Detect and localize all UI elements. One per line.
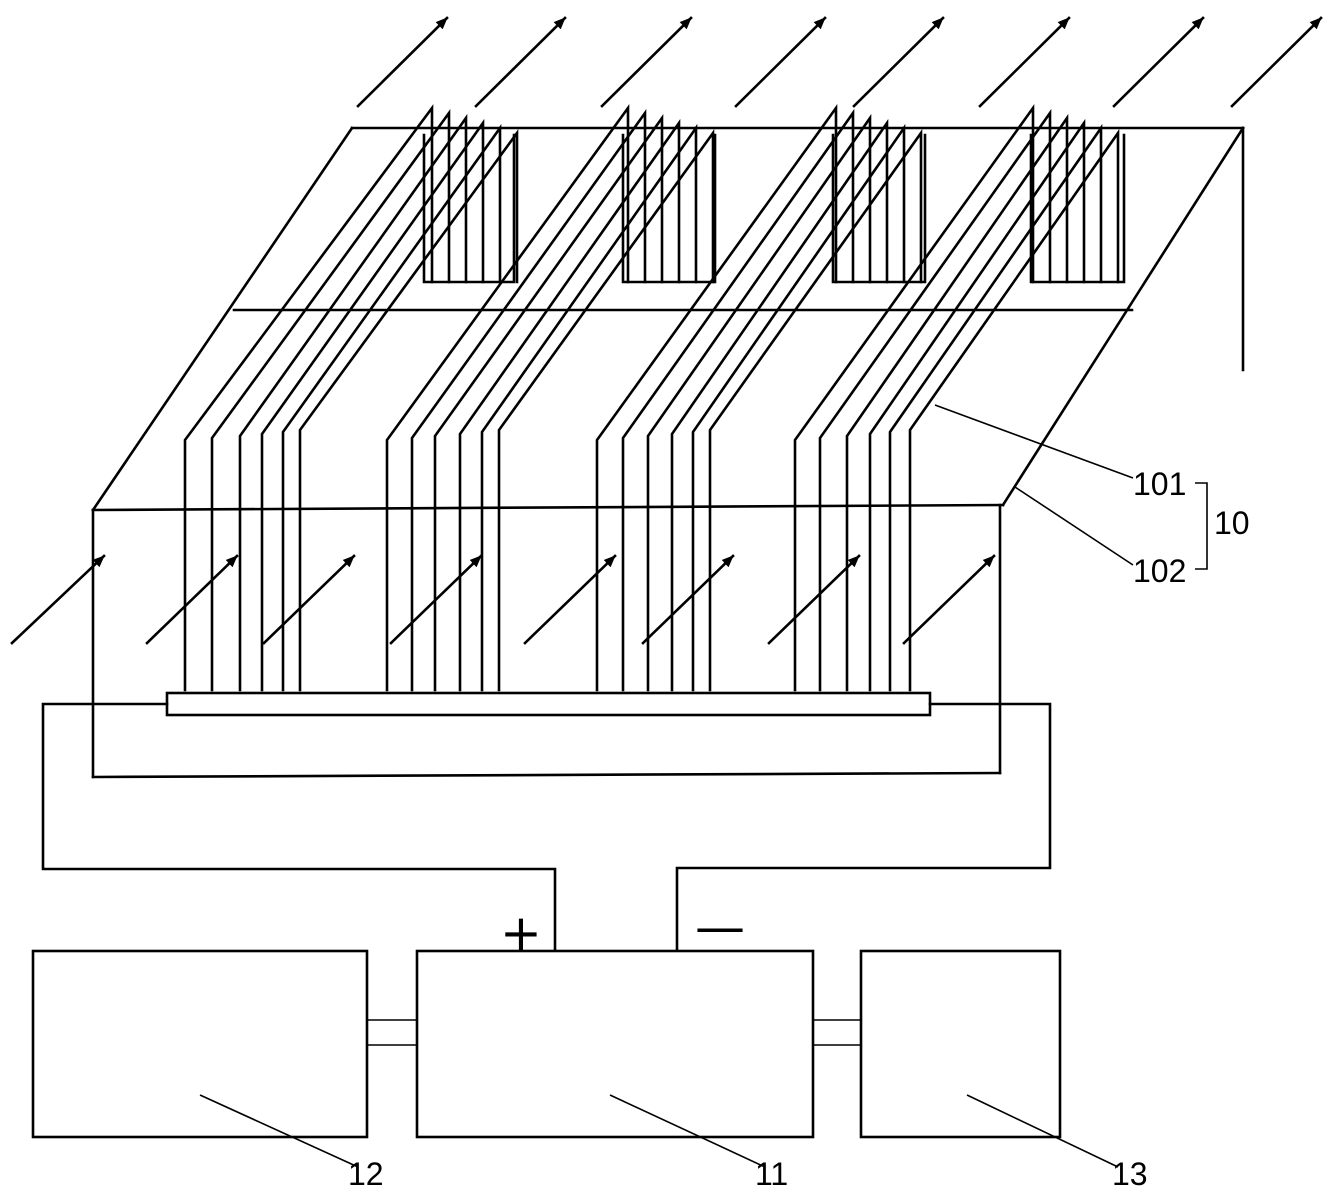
fiber-line [433, 113, 664, 692]
left-box [31, 949, 369, 1139]
label-10: 10 [1214, 505, 1250, 541]
right-box [859, 949, 1062, 1139]
fiber-line [908, 128, 1120, 692]
fiber-bundles [183, 103, 1126, 692]
fiber-line [260, 118, 485, 692]
top-plane-outline [91, 126, 1245, 512]
arrow-up-right-icon [145, 554, 239, 645]
fiber-line [621, 108, 855, 692]
label-102: 102 [1133, 553, 1186, 589]
arrow-up-right-icon [1112, 16, 1205, 108]
controller-box [415, 949, 815, 1139]
arrow-up-right-icon [523, 554, 617, 645]
negative-sign: — [695, 898, 745, 956]
wiring [41, 702, 1052, 952]
support-frame [91, 503, 1002, 779]
leader-lines [199, 404, 1208, 1168]
label-11: 11 [755, 1156, 788, 1192]
fiber-line [888, 123, 1103, 692]
fiber-line [183, 104, 434, 692]
label-13: 13 [1112, 1156, 1148, 1192]
comb-window [831, 133, 927, 284]
fiber-line [708, 128, 923, 692]
fiber-line [238, 113, 468, 692]
arrow-up-right-icon [356, 16, 449, 108]
label-12: 12 [348, 1156, 384, 1192]
fiber-bundle [595, 103, 927, 692]
arrow-up-right-icon [902, 554, 996, 645]
fiber-line [480, 123, 698, 692]
comb-window [1029, 133, 1126, 284]
arrow-up-right-icon [641, 554, 735, 645]
arrow-up-right-icon [600, 16, 693, 108]
comb-window [422, 133, 516, 284]
fiber-line [410, 108, 647, 692]
fiber-line [845, 113, 1069, 692]
connector-left [367, 1019, 417, 1046]
fiber-line [281, 123, 502, 692]
comb-window [621, 133, 717, 284]
positive-sign: + [500, 904, 542, 962]
fiber-bundle [385, 103, 717, 692]
label-101: 101 [1133, 466, 1186, 502]
fiber-line [691, 123, 906, 692]
fiber-line [818, 108, 1052, 692]
fiber-line [670, 118, 889, 692]
fiber-line [298, 129, 519, 692]
arrow-up-right-icon [10, 554, 106, 645]
arrow-up-right-icon [734, 16, 827, 108]
light-arrows [10, 16, 1323, 645]
connector-right [813, 1019, 861, 1046]
fiber-bundle [183, 104, 519, 692]
arrow-up-right-icon [978, 16, 1071, 108]
arrow-up-right-icon [389, 554, 483, 645]
arrow-up-right-icon [767, 554, 861, 645]
fiber-line [497, 128, 715, 692]
fiber-line [646, 113, 872, 692]
fiber-line [868, 118, 1086, 692]
base-plate [165, 691, 932, 717]
arrow-up-right-icon [1230, 16, 1323, 108]
arrow-up-right-icon [852, 16, 945, 108]
arrow-up-right-icon [474, 16, 567, 108]
fiber-line [458, 118, 681, 692]
fiber-bundle [793, 103, 1126, 692]
arrow-up-right-icon [262, 554, 356, 645]
